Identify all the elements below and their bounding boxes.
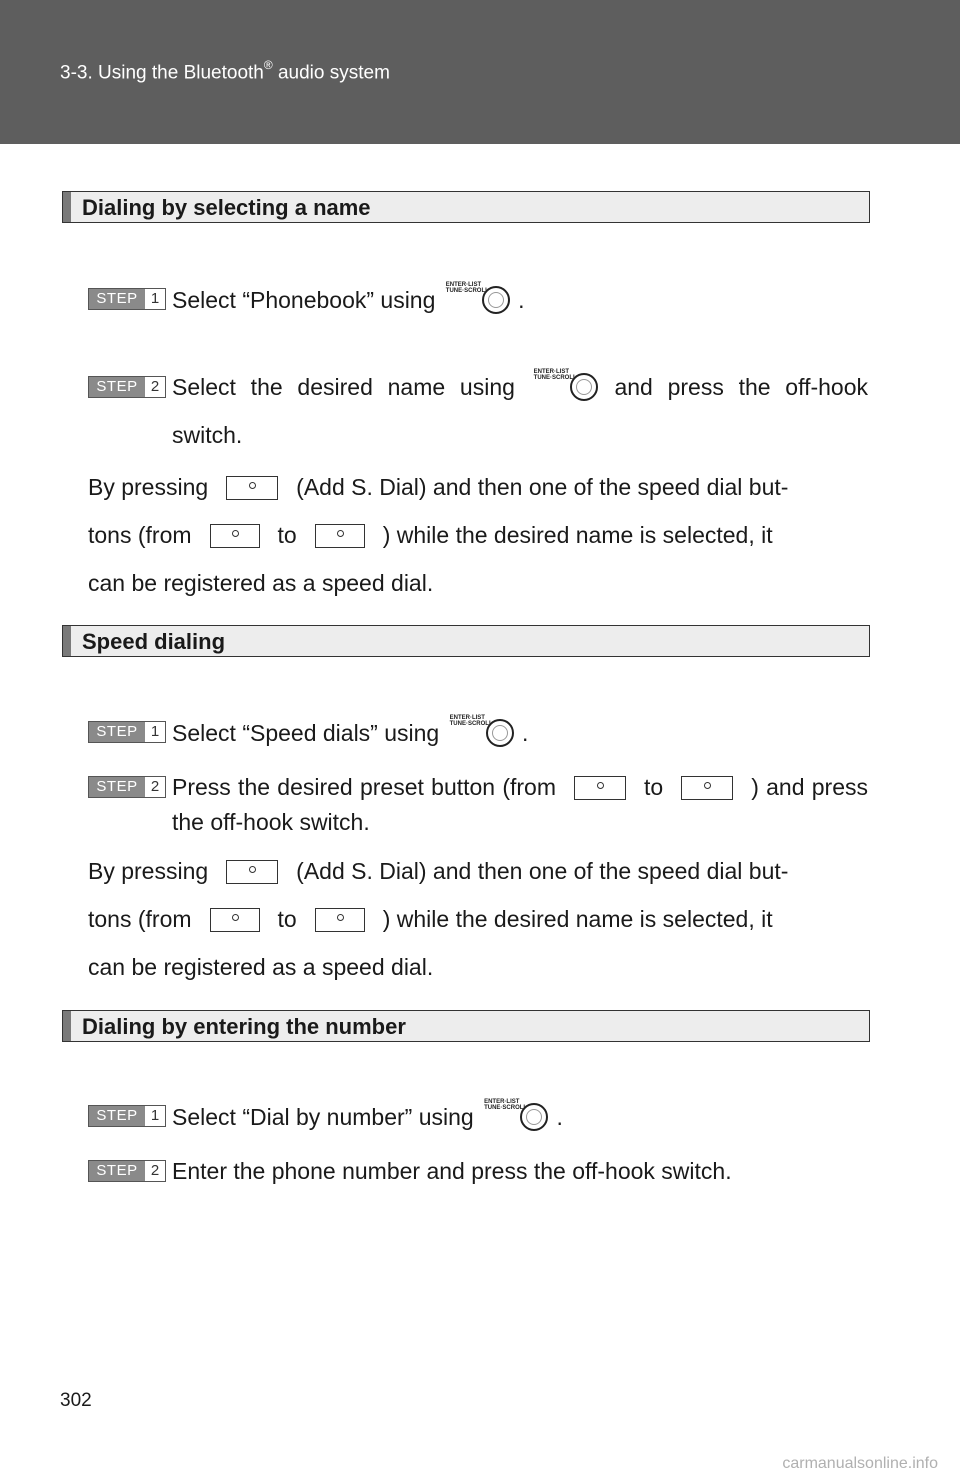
breadcrumb-text: 3-3. Using the Bluetooth (60, 62, 264, 84)
step-text-part: Press the desired preset button (from (172, 774, 557, 800)
note-text: (Add S. Dial) and then one of the speed … (296, 474, 789, 500)
watermark: carmanualsonline.info (782, 1455, 938, 1472)
step-text: Select the desired name using ENTER·LIST… (172, 363, 868, 459)
section-title: Dialing by entering the number (82, 1014, 406, 1039)
step-label: STEP (89, 377, 145, 397)
step-label: STEP (89, 777, 145, 797)
section-heading-dialing-by-name: Dialing by selecting a name (62, 191, 870, 223)
section-title: Speed dialing (82, 629, 226, 654)
step-text-part: Select “Phonebook” using (172, 287, 436, 313)
preset-button-icon (209, 908, 260, 932)
heading-stripe (63, 192, 71, 222)
breadcrumb-tail: audio system (272, 62, 390, 84)
preset-button-icon (574, 776, 627, 800)
preset-button-icon (314, 524, 365, 548)
note-text: By pressing (88, 474, 209, 500)
step-text-part: . (556, 1104, 563, 1130)
page-header: 3-3. Using the Bluetooth® audio system (0, 0, 960, 144)
preset-button-icon (681, 776, 734, 800)
note-text: tons (from (88, 522, 192, 548)
note-text: By pressing (88, 858, 209, 884)
heading-stripe (63, 626, 71, 656)
step-text-part: and press the off-hook switch. (172, 374, 869, 448)
heading-stripe (63, 1011, 71, 1041)
step-label: STEP (89, 289, 145, 309)
step-number: 1 (145, 722, 165, 742)
step-number: 2 (145, 1161, 165, 1181)
section-heading-dialing-by-number: Dialing by entering the number (62, 1010, 870, 1042)
note-text: ) while the desired name is selected, it (382, 906, 773, 932)
note-text: to (277, 522, 297, 548)
step-text-part: Select the desired name using (172, 374, 515, 400)
step-text-part: Select “Speed dials” using (172, 720, 440, 746)
registered-mark: ® (263, 58, 273, 72)
preset-button-icon (209, 524, 260, 548)
add-speed-dial-button-icon (226, 476, 279, 500)
step-number: 2 (145, 777, 165, 797)
step-text-part: to (644, 774, 664, 800)
step-label: STEP (89, 1161, 145, 1181)
step-label: STEP (89, 1106, 145, 1126)
note-text: can be registered as a speed dial. (88, 570, 434, 596)
note-paragraph: By pressing (Add S. Dial) and then one of… (88, 847, 866, 991)
note-text: (Add S. Dial) and then one of the speed … (296, 858, 789, 884)
step-label: STEP (89, 722, 145, 742)
note-text: tons (from (88, 906, 192, 932)
note-text: can be registered as a speed dial. (88, 954, 434, 980)
step-number: 1 (145, 1106, 165, 1126)
step-text-part: . (518, 287, 525, 313)
note-text: to (277, 906, 297, 932)
add-speed-dial-button-icon (226, 860, 279, 884)
step-number: 2 (145, 377, 165, 397)
step-text-part: . (522, 720, 529, 746)
step-text: Enter the phone number and press the off… (172, 1158, 732, 1184)
step-text: Select “Dial by number” using ENTER·LIST… (172, 1099, 868, 1135)
preset-button-icon (314, 908, 365, 932)
note-text: ) while the desired name is selected, it (382, 522, 773, 548)
step-number: 1 (145, 289, 165, 309)
section-heading-speed-dialing: Speed dialing (62, 625, 870, 657)
step-text-part: Select “Dial by number” using (172, 1104, 474, 1130)
step-text: Press the desired preset button (from to)… (172, 770, 868, 840)
note-paragraph: By pressing (Add S. Dial) and then one of… (88, 463, 866, 607)
breadcrumb: 3-3. Using the Bluetooth® audio system (60, 58, 390, 84)
step-text-part: ) and press the off-hook switch. (172, 774, 868, 835)
section-title: Dialing by selecting a name (82, 195, 371, 220)
page-number: 302 (60, 1390, 92, 1411)
